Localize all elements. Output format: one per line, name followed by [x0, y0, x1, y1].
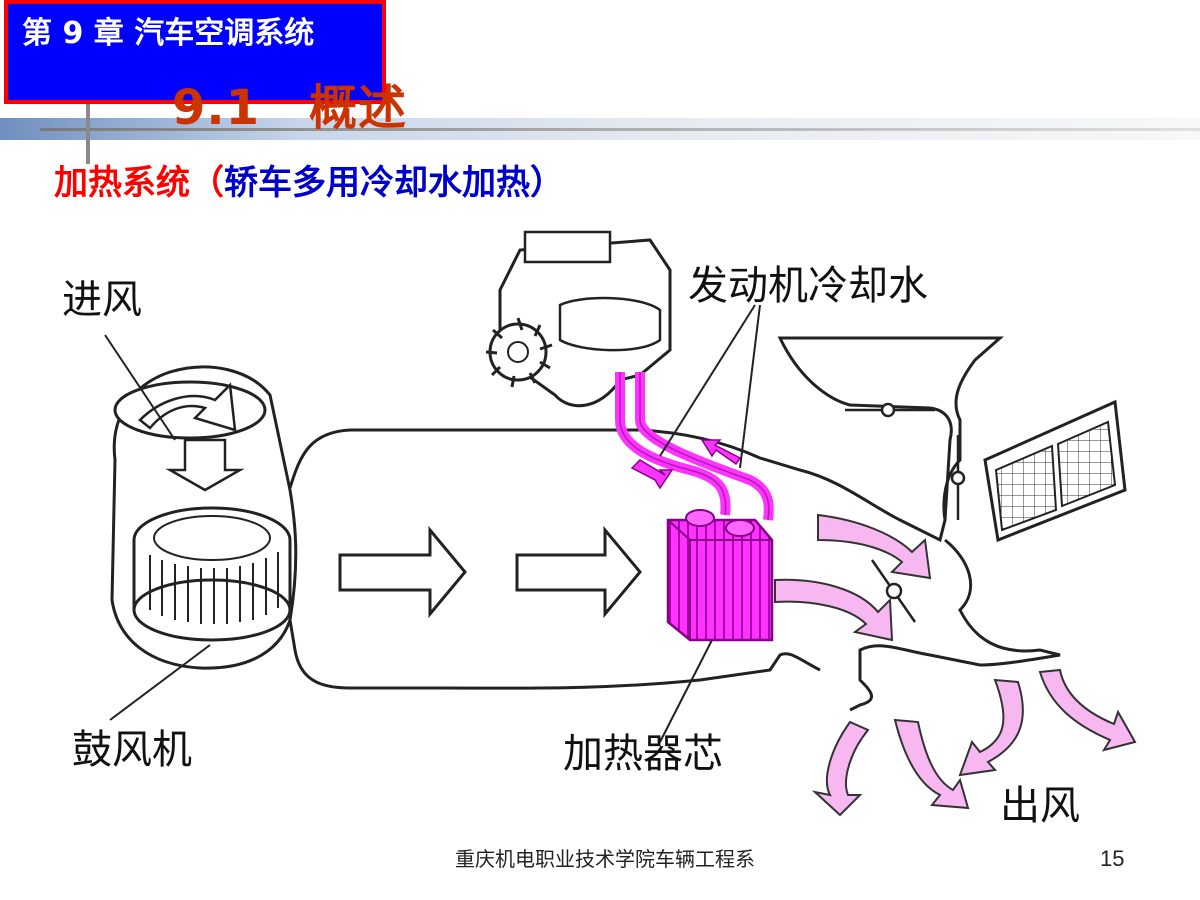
coolant-flow-arrow-out	[700, 439, 742, 466]
engine-illustration	[485, 230, 672, 408]
side-damper	[950, 435, 966, 520]
blend-door	[870, 559, 917, 623]
airflow-arrow-2	[515, 525, 642, 619]
label-air-out: 出风	[1000, 783, 1080, 829]
heater-core	[666, 509, 774, 642]
section-title: 9.1 概述	[172, 80, 408, 136]
blower-wheel-bottom	[132, 578, 292, 642]
header-vertical-line	[86, 104, 90, 164]
air-duct	[288, 336, 1061, 712]
airflow-arrow-1	[338, 525, 467, 619]
label-blower: 鼓风机	[72, 727, 192, 773]
warm-air-arrows	[774, 513, 1137, 817]
label-heater-core: 加热器芯	[563, 731, 723, 777]
vent-grille	[983, 399, 1127, 543]
subtitle-heating-system: 加热系统（	[54, 163, 224, 203]
label-engine-coolant: 发动机冷却水	[688, 263, 928, 309]
label-air-in: 进风	[62, 277, 142, 323]
heating-system-diagram	[104, 230, 1137, 817]
coolant-flow-arrow-in	[630, 459, 674, 490]
leader-lines	[104, 304, 761, 743]
blower-blades	[149, 552, 279, 624]
intake-arrow-curve	[138, 382, 237, 432]
intake-arrow-down	[165, 438, 245, 492]
chapter-box: 第 9 章 汽车空调系统	[4, 0, 386, 104]
slide-subtitle: 加热系统（轿车多用冷却水加热）	[54, 158, 564, 208]
subtitle-coolant-note: 轿车多用冷却水加热	[224, 163, 530, 203]
page-number: 15	[1100, 846, 1125, 871]
header-rule	[40, 128, 1200, 131]
upper-damper	[845, 402, 935, 418]
chapter-title: 第 9 章 汽车空调系统	[22, 16, 315, 51]
footer-institution: 重庆机电职业技术学院车辆工程系	[455, 847, 755, 871]
intake-ring	[113, 380, 267, 440]
subtitle-close-paren: ）	[530, 163, 564, 203]
